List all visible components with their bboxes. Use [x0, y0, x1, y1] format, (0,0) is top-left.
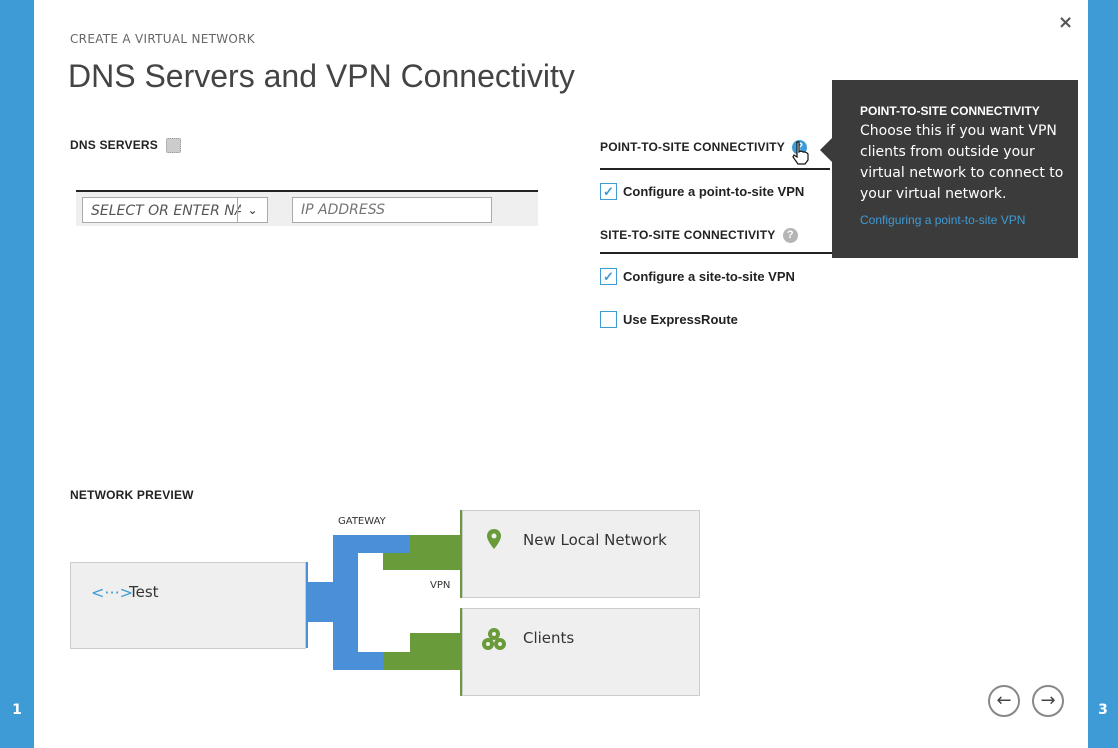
page-title: DNS Servers and VPN Connectivity: [68, 58, 575, 94]
left-step-rail: 1: [0, 0, 34, 748]
divider: [600, 252, 950, 254]
expressroute-checkbox[interactable]: [600, 311, 617, 328]
vnet-edge: [305, 562, 308, 648]
p2s-label: POINT-TO-SITE CONNECTIVITY: [600, 140, 785, 154]
vpn-connector-bottom: [383, 633, 462, 670]
local-network-name: New Local Network: [523, 531, 667, 549]
next-button[interactable]: →: [1032, 685, 1064, 717]
tooltip-title: POINT-TO-SITE CONNECTIVITY: [860, 104, 1040, 118]
clients-edge: [460, 608, 463, 696]
s2s-checkbox[interactable]: ✓: [600, 268, 617, 285]
dns-ip-input[interactable]: [292, 197, 492, 223]
step-number-right: 3: [1098, 702, 1108, 718]
wizard-eyebrow: CREATE A VIRTUAL NETWORK: [70, 32, 255, 46]
expressroute-checkbox-row[interactable]: Use ExpressRoute: [600, 311, 738, 328]
vnet-name: Test: [129, 583, 159, 601]
s2s-heading: SITE-TO-SITE CONNECTIVITY ?: [600, 228, 798, 244]
hand-cursor-icon: [790, 140, 812, 172]
clients-name: Clients: [523, 629, 575, 647]
step-number-left: 1: [12, 702, 22, 718]
s2s-checkbox-label: Configure a site-to-site VPN: [623, 269, 795, 284]
dns-servers-heading: DNS SERVERS: [70, 138, 181, 154]
chevron-down-icon[interactable]: ⌄: [237, 198, 267, 222]
local-network-box: New Local Network: [462, 510, 700, 598]
local-edge: [460, 510, 463, 598]
s2s-label: SITE-TO-SITE CONNECTIVITY: [600, 228, 776, 242]
p2s-heading: POINT-TO-SITE CONNECTIVITY ?: [600, 140, 808, 156]
clients-box: Clients: [462, 608, 700, 696]
vpn-connector-top: [383, 535, 462, 570]
expressroute-label: Use ExpressRoute: [623, 312, 738, 327]
divider: [600, 168, 830, 170]
dns-server-row: SELECT OR ENTER NAI ⌄: [76, 190, 538, 226]
dns-name-placeholder: SELECT OR ENTER NAI: [91, 203, 241, 219]
s2s-checkbox-row[interactable]: ✓ Configure a site-to-site VPN: [600, 268, 795, 285]
vpn-label: VPN: [430, 580, 451, 591]
dns-name-select[interactable]: SELECT OR ENTER NAI ⌄: [82, 197, 268, 223]
network-preview-label: NETWORK PREVIEW: [70, 488, 194, 502]
tooltip-body: Choose this if you want VPN clients from…: [860, 123, 1064, 202]
arrow-left-icon: ←: [996, 690, 1012, 711]
p2s-checkbox[interactable]: ✓: [600, 183, 617, 200]
gateway-label: GATEWAY: [338, 516, 386, 527]
close-button[interactable]: ×: [1058, 12, 1074, 33]
vnet-icon: <···>: [91, 583, 134, 602]
p2s-checkbox-label: Configure a point-to-site VPN: [623, 184, 805, 199]
vnet-box: <···> Test: [70, 562, 306, 649]
gateway-connector-blue: [305, 535, 410, 670]
arrow-right-icon: →: [1040, 690, 1056, 711]
clients-icon: [481, 627, 507, 655]
dns-servers-label: DNS SERVERS: [70, 138, 159, 152]
back-button[interactable]: ←: [988, 685, 1020, 717]
help-icon[interactable]: ?: [782, 228, 798, 244]
p2s-tooltip: POINT-TO-SITE CONNECTIVITY Choose this i…: [820, 80, 1078, 258]
help-icon[interactable]: [165, 138, 181, 154]
location-pin-icon: [487, 529, 501, 553]
p2s-checkbox-row[interactable]: ✓ Configure a point-to-site VPN: [600, 183, 804, 200]
tooltip-link[interactable]: Configuring a point-to-site VPN: [860, 213, 1026, 227]
right-step-rail: 3: [1088, 0, 1118, 748]
